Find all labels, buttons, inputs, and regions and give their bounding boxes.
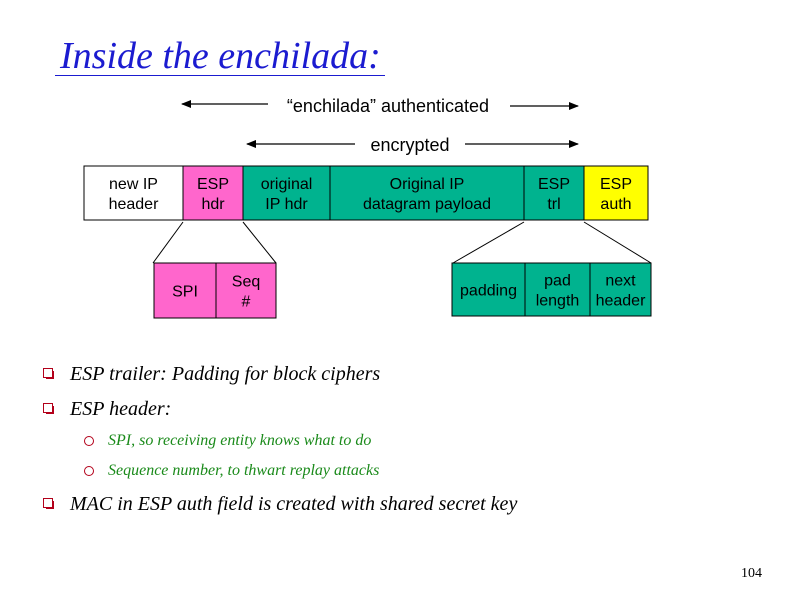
sub-bullet-sequence: Sequence number, to thwart replay attack… — [108, 462, 380, 479]
padding-label: padding — [460, 282, 517, 299]
esp-trl-box — [523, 165, 585, 221]
esp-trl-label: ESP — [538, 176, 570, 193]
esp-hdr-label: hdr — [201, 196, 225, 213]
sub-bullet-icon — [84, 436, 94, 446]
bullet-esp-trailer: ESP trailer: Padding for block ciphers — [70, 363, 381, 385]
pad-length-box — [524, 262, 591, 317]
original-ip-payload-box — [329, 165, 525, 221]
header-connector-right — [242, 221, 277, 264]
bullet-icon — [43, 368, 54, 379]
next-header-box — [589, 262, 652, 317]
new-ip-header-label: new IP — [109, 176, 158, 193]
esp-hdr-box — [182, 165, 244, 221]
bullet-mac: MAC in ESP auth field is created with sh… — [70, 493, 518, 515]
seq-label: Seq — [232, 273, 260, 290]
spi-label: SPI — [172, 283, 198, 300]
original-ip-hdr-label: IP hdr — [265, 196, 308, 213]
seq-box — [215, 262, 277, 319]
header-connector-left — [152, 221, 184, 264]
seq-label: # — [242, 293, 251, 310]
esp-auth-label: auth — [600, 196, 631, 213]
title-underline — [55, 75, 385, 76]
authenticated-label: “enchilada” authenticated — [287, 96, 489, 116]
page-number: 104 — [741, 566, 762, 581]
esp-auth-box — [583, 165, 649, 221]
original-ip-hdr-label: original — [261, 176, 313, 193]
pad-length-label: pad — [544, 272, 571, 289]
pad-length-label: length — [536, 292, 580, 309]
sub-bullet-icon — [84, 466, 94, 476]
bullet-icon — [43, 498, 54, 509]
padding-box — [451, 262, 526, 317]
esp-hdr-label: ESP — [197, 176, 229, 193]
bullet-esp-header: ESP header: — [70, 398, 172, 420]
next-header-label: next — [605, 272, 636, 289]
next-header-label: header — [596, 292, 646, 309]
bullet-icon — [43, 403, 54, 414]
encrypted-label: encrypted — [370, 135, 449, 155]
trailer-connector-left — [452, 221, 525, 264]
esp-auth-label: ESP — [600, 176, 632, 193]
new-ip-header-label: header — [109, 196, 159, 213]
slide-title: Inside the enchilada: — [60, 35, 381, 77]
original-ip-payload-label: Original IP — [390, 176, 465, 193]
sub-bullet-spi: SPI, so receiving entity knows what to d… — [108, 432, 372, 449]
esp-trl-label: trl — [547, 196, 560, 213]
trailer-connector-right — [583, 221, 652, 264]
original-ip-payload-label: datagram payload — [363, 196, 491, 213]
